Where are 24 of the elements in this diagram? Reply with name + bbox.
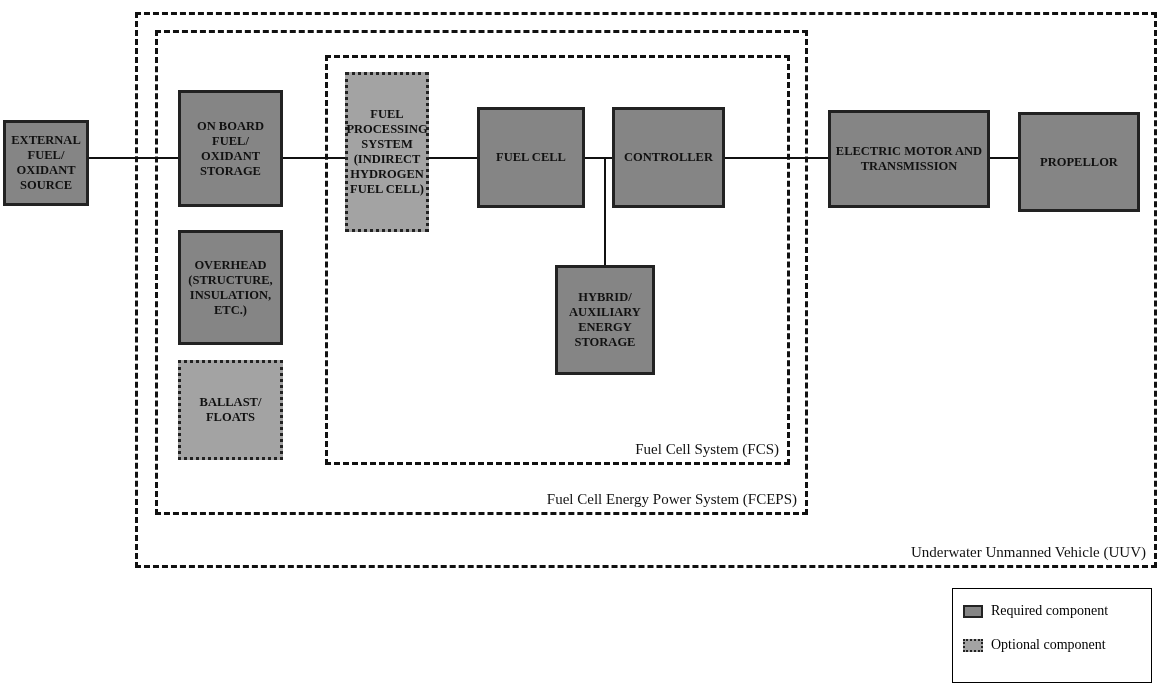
boundary-label: Fuel Cell System (FCS) <box>635 441 779 458</box>
component-box: CONTROLLER <box>612 107 725 208</box>
system-boundary <box>325 55 790 465</box>
component-box: FUEL CELL <box>477 107 585 208</box>
system-boundary <box>155 30 808 515</box>
component-box: ON BOARD FUEL/ OXIDANT STORAGE <box>178 90 283 207</box>
optional-component-box: FUEL PROCESSING SYSTEM (INDIRECT HYDROGEN FUEL CELL) <box>345 72 429 232</box>
component-box: ELECTRIC MOTOR AND TRANSMISSION <box>828 110 990 208</box>
connector-line <box>724 157 829 159</box>
system-boundary <box>135 12 1157 568</box>
connector-line <box>604 157 613 266</box>
boundary-label: Underwater Unmanned Vehicle (UUV) <box>910 544 1146 561</box>
connector-line <box>428 157 478 159</box>
component-box: HYBRID/ AUXILIARY ENERGY STORAGE <box>555 265 655 375</box>
optional-component-box: BALLAST/ FLOATS <box>178 360 283 460</box>
connector-line <box>989 157 1019 159</box>
connector-line <box>88 157 179 159</box>
connector-line <box>282 157 346 159</box>
boundary-label: Fuel Cell Energy Power System (FCEPS) <box>546 491 797 508</box>
legend-label: Optional component <box>991 637 1106 653</box>
component-box: EXTERNAL FUEL/ OXIDANT SOURCE <box>3 120 89 206</box>
component-box: OVERHEAD (STRUCTURE, INSULATION, ETC.) <box>178 230 283 345</box>
legend-label: Required component <box>991 603 1109 619</box>
component-box: PROPELLOR <box>1018 112 1140 212</box>
